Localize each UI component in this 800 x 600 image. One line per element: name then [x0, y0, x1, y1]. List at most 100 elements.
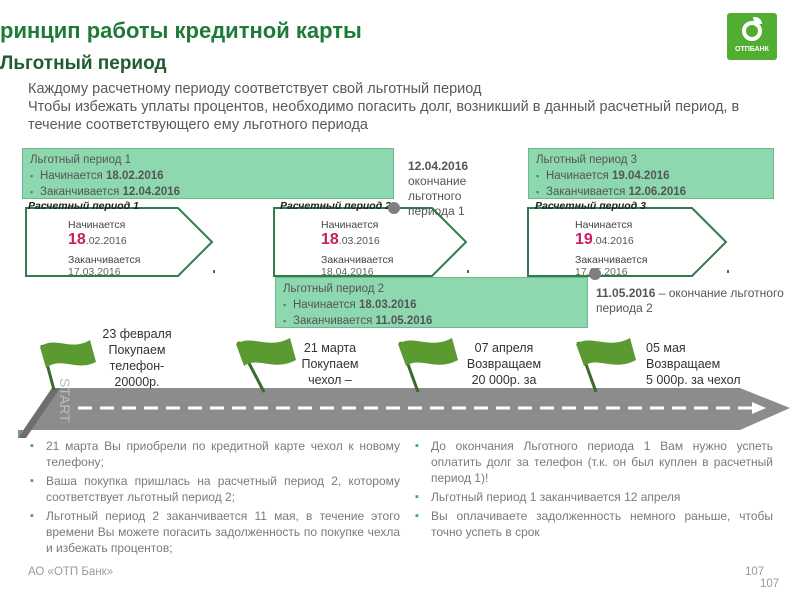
- billing-period-1-rest: .02.2016: [85, 235, 127, 247]
- note-grace-2-end: 11.05.2016 – окончание льготного периода…: [596, 286, 786, 316]
- event-1-line3: телефон-: [109, 359, 165, 373]
- road-arrow-head: [752, 402, 766, 414]
- bullet-right-2: Льготный период 1 заканчивается 12 апрел…: [415, 489, 773, 505]
- grace-period-2-start: 18.03.2016: [358, 299, 417, 311]
- grace-period-1-end-row: Заканчивается 12.04.2016: [30, 184, 386, 200]
- page-number-secondary: 107: [760, 578, 780, 590]
- note-2-date: 11.05.2016: [596, 286, 656, 300]
- logo-ring-icon: [742, 21, 762, 41]
- billing-period-3-day: 19: [575, 231, 593, 248]
- billing-period-3-rest: .04.2016: [592, 235, 634, 247]
- logo-text: ОТПБАНК: [735, 46, 769, 53]
- intro-text: Каждому расчетному периоду соответствует…: [28, 80, 778, 134]
- note-grace-1-end: 12.04.2016 окончание льготного периода 1: [408, 159, 498, 219]
- event-1-line2: Покупаем: [108, 343, 166, 357]
- road-surface: [18, 388, 790, 438]
- event-1: 23 февраля Покупаем телефон- 20000р.: [92, 326, 182, 390]
- note-1-text: окончание льготного периода 1: [408, 174, 467, 218]
- event-2: 21 марта Покупаем чехол –: [300, 340, 360, 388]
- event-2-date: 21 марта: [303, 341, 357, 355]
- tick-mark-3: [727, 270, 729, 273]
- event-3-date: 07 апреля: [474, 341, 534, 355]
- tick-mark-2: [467, 270, 469, 273]
- grace-period-1-end-label: Заканчивается: [40, 186, 120, 198]
- event-1-line4: 20000р.: [114, 375, 160, 389]
- event-1-date: 23 февраля: [102, 327, 172, 341]
- billing-period-3-end-label: Заканчивается: [575, 254, 648, 266]
- intro-line-1: Каждому расчетному периоду соответствует…: [28, 81, 482, 97]
- bullets-right: До окончания Льготного периода 1 Вам нуж…: [415, 438, 773, 543]
- billing-period-2-start: 18.03.2016: [321, 231, 380, 249]
- grace-period-2-end: 11.05.2016: [375, 315, 433, 327]
- bullet-left-3: Льготный период 2 заканчивается 11 мая, …: [30, 508, 400, 556]
- billing-period-1-day: 18: [68, 231, 86, 248]
- billing-period-3-start: 19.04.2016: [575, 231, 634, 249]
- grace-period-1-start: 18.02.2016: [105, 170, 164, 182]
- intro-line-2: Чтобы избежать уплаты процентов, необход…: [28, 99, 740, 133]
- grace-period-2-end-row: Заканчивается 11.05.2016: [283, 313, 580, 329]
- billing-period-3-start-label: Начинается: [575, 219, 633, 231]
- grace-period-1-start-label: Начинается: [40, 170, 103, 182]
- billing-period-2-end-label: Заканчивается: [321, 254, 394, 266]
- grace-1-end-marker: [388, 202, 400, 214]
- grace-period-2-box: Льготный период 2 Начинается 18.03.2016 …: [275, 277, 588, 329]
- footer-company: АО «ОТП Банк»: [28, 566, 114, 578]
- grace-period-3-box: Льготный период 3 Начинается 19.04.2016 …: [528, 148, 774, 200]
- grace-period-3-start: 19.04.2016: [611, 170, 670, 182]
- tick-mark-1: [213, 270, 215, 273]
- billing-arrow-3: [527, 207, 728, 277]
- flag-icon-3: [398, 338, 458, 393]
- grace-period-3-end-label: Заканчивается: [546, 186, 626, 198]
- road-edge: [18, 388, 60, 438]
- grace-period-2-start-row: Начинается 18.03.2016: [283, 297, 580, 313]
- billing-period-1-end-label: Заканчивается: [68, 254, 141, 266]
- billing-period-2-label: Расчетный период 2: [280, 200, 391, 212]
- billing-period-1-label: Расчетный период 1: [28, 200, 139, 212]
- bullet-left-1: 21 марта Вы приобрели по кредитной карте…: [30, 438, 400, 470]
- grace-period-2-end-label: Заканчивается: [293, 315, 373, 327]
- billing-period-1-start-label: Начинается: [68, 219, 126, 231]
- grace-period-3-start-label: Начинается: [546, 170, 609, 182]
- grace-period-1-end: 12.04.2016: [122, 186, 181, 198]
- grace-period-3-title: Льготный период 3: [536, 154, 638, 166]
- grace-2-end-marker: [589, 268, 601, 280]
- billing-arrow-2: [273, 207, 468, 277]
- event-3-line2: Возвращаем: [466, 357, 542, 371]
- grace-period-2-start-label: Начинается: [293, 299, 356, 311]
- bullet-right-1: До окончания Льготного периода 1 Вам нуж…: [415, 438, 773, 486]
- event-4-line3: 5 000р. за чехол: [646, 373, 741, 387]
- event-4-date: 05 мая: [646, 341, 686, 355]
- page-number: 107: [745, 566, 765, 578]
- grace-period-1-box: Льготный период 1 Начинается 18.02.2016 …: [22, 148, 394, 200]
- flag-icon-4: [576, 338, 636, 393]
- billing-period-2-rest: .03.2016: [338, 235, 380, 247]
- billing-period-2-start-label: Начинается: [321, 219, 379, 231]
- bullet-right-3: Вы оплачиваете задолженность немного ран…: [415, 508, 773, 540]
- event-4: 05 мая Возвращаем 5 000р. за чехол: [646, 340, 766, 388]
- grace-period-1-start-row: Начинается 18.02.2016: [30, 168, 386, 184]
- grace-period-3-end-row: Заканчивается 12.06.2016: [536, 184, 766, 200]
- billing-period-2-day: 18: [321, 231, 339, 248]
- billing-period-3-label: Расчетный период 3: [535, 200, 646, 212]
- start-label: START: [57, 378, 73, 423]
- grace-period-3-start-row: Начинается 19.04.2016: [536, 168, 766, 184]
- note-1-date: 12.04.2016: [408, 159, 469, 173]
- bullets-left: 21 марта Вы приобрели по кредитной карте…: [30, 438, 400, 559]
- event-3: 07 апреля Возвращаем 20 000р. за: [458, 340, 550, 388]
- page-title: ринцип работы кредитной карты: [0, 18, 362, 43]
- billing-period-1-start: 18.02.2016: [68, 231, 127, 249]
- grace-period-1-title: Льготный период 1: [30, 154, 132, 166]
- event-4-line2: Возвращаем: [646, 357, 721, 371]
- event-2-line3: чехол –: [308, 373, 352, 387]
- section-subtitle: Льготный период: [0, 53, 167, 74]
- billing-period-1-end: 17.03.2016: [68, 266, 121, 278]
- bullet-left-2: Ваша покупка пришлась на расчетный перио…: [30, 473, 400, 505]
- grace-period-3-end: 12.06.2016: [628, 186, 687, 198]
- billing-period-3-end: 17.05.2016: [575, 266, 628, 278]
- event-2-line2: Покупаем: [301, 357, 359, 371]
- flag-icon-1: [40, 340, 96, 391]
- flag-icon-2: [236, 338, 296, 393]
- otp-bank-logo: ОТПБАНК: [727, 13, 777, 60]
